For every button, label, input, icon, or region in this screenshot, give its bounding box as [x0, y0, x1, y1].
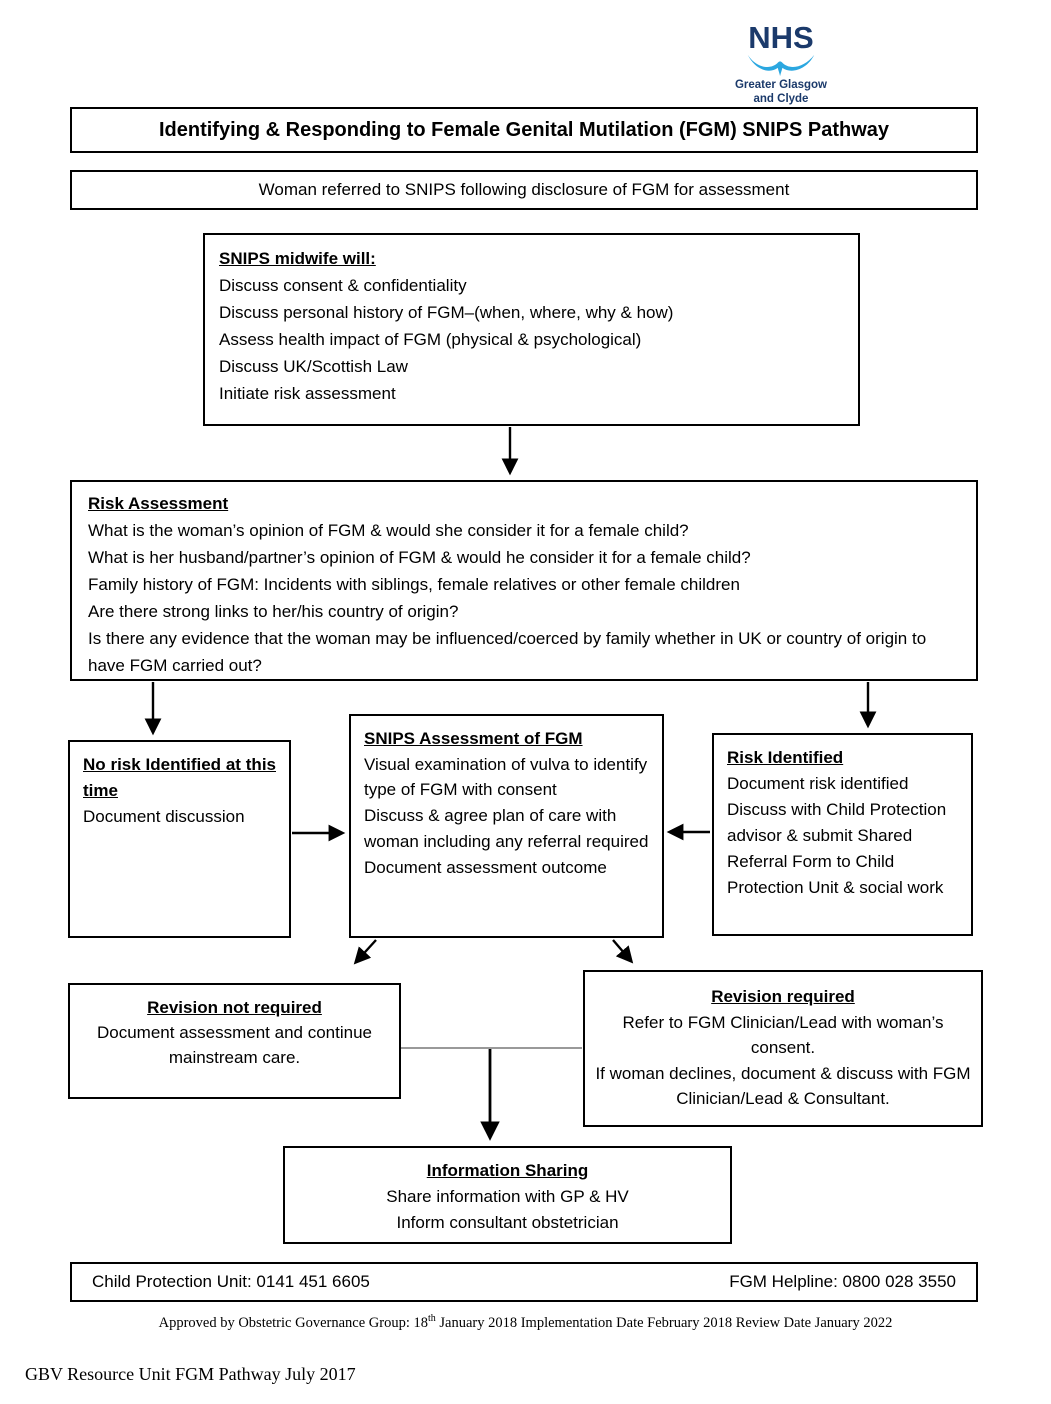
- snips-assessment-item: Discuss & agree plan of care with woman …: [364, 806, 649, 851]
- revision-required-heading: Revision required: [711, 987, 855, 1006]
- approval-note: Approved by Obstetric Governance Group: …: [158, 1313, 893, 1331]
- revision-required-line: Refer to FGM Clinician/Lead with woman’s…: [622, 1012, 944, 1058]
- fgm-helpline-contact: FGM Helpline: 0800 028 3550: [729, 1272, 956, 1291]
- no-risk-heading: No risk Identified at this time: [83, 755, 276, 800]
- risk-assessment-item: What is her husband/partner’s opinion of…: [88, 548, 751, 567]
- information-sharing-line: Share information with GP & HV: [386, 1187, 629, 1206]
- risk-assessment-item: Is there any evidence that the woman may…: [88, 629, 927, 675]
- footer-source-note: GBV Resource Unit FGM Pathway July 2017: [25, 1364, 356, 1384]
- contact-bar: Child Protection Unit: 0141 451 6605 FGM…: [70, 1262, 978, 1302]
- snips-assessment-item: Visual examination of vulva to identify …: [364, 754, 648, 800]
- snips-assessment-item: Document assessment outcome: [364, 857, 607, 877]
- nhs-ggc-logo: NHS Greater Glasgow and Clyde: [731, 22, 831, 107]
- risk-assessment-item: What is the woman’s opinion of FGM & wou…: [88, 521, 689, 540]
- snips-midwife-box: SNIPS midwife will: Discuss consent & co…: [203, 233, 860, 426]
- snips-assessment-heading: SNIPS Assessment of FGM: [364, 729, 583, 748]
- revision-required-box: Revision required Refer to FGM Clinician…: [583, 970, 983, 1127]
- risk-assessment-item: Are there strong links to her/his countr…: [88, 602, 459, 621]
- information-sharing-line: Inform consultant obstetrician: [396, 1213, 619, 1232]
- risk-assessment-box: Risk Assessment What is the woman’s opin…: [70, 480, 978, 681]
- revision-required-line: If woman declines, document & discuss wi…: [595, 1063, 971, 1109]
- bird-swoosh-icon: [747, 54, 815, 77]
- midwife-heading: SNIPS midwife will:: [219, 249, 376, 268]
- revision-not-required-heading: Revision not required: [147, 998, 322, 1017]
- pathway-title-box: Identifying & Responding to Female Genit…: [70, 107, 978, 153]
- arrow-assessment-to-revision-required: [612, 939, 634, 964]
- revision-not-required-box: Revision not required Document assessmen…: [68, 983, 401, 1099]
- risk-identified-item: Document risk identified: [727, 774, 909, 793]
- referral-text: Woman referred to SNIPS following disclo…: [258, 180, 790, 199]
- midwife-item: Discuss personal history of FGM–(when, w…: [219, 303, 674, 322]
- midwife-item: Initiate risk assessment: [219, 384, 396, 403]
- information-sharing-heading: Information Sharing: [426, 1161, 589, 1180]
- page-title: Identifying & Responding to Female Genit…: [158, 118, 890, 141]
- logo-org-name: Greater Glasgow and Clyde: [734, 79, 828, 105]
- revision-not-required-body: Document assessment and continue mainstr…: [97, 1023, 372, 1067]
- no-risk-identified-box: No risk Identified at this time Document…: [68, 740, 291, 938]
- midwife-item: Discuss consent & confidentiality: [219, 276, 467, 295]
- information-sharing-box: Information Sharing Share information wi…: [283, 1146, 732, 1244]
- child-protection-contact: Child Protection Unit: 0141 451 6605: [92, 1272, 370, 1291]
- midwife-item: Discuss UK/Scottish Law: [219, 357, 408, 376]
- snips-assessment-box: SNIPS Assessment of FGM Visual examinati…: [349, 714, 664, 938]
- risk-identified-heading: Risk Identified: [727, 748, 844, 767]
- no-risk-body: Document discussion: [83, 807, 245, 826]
- risk-identified-item: Discuss with Child Protection advisor & …: [727, 800, 947, 897]
- risk-identified-box: Risk Identified Document risk identified…: [712, 733, 973, 936]
- risk-assessment-item: Family history of FGM: Incidents with si…: [88, 575, 740, 594]
- nhs-wordmark: NHS: [748, 20, 814, 55]
- arrow-assessment-to-revision-not-required: [353, 939, 377, 965]
- referral-banner-box: Woman referred to SNIPS following disclo…: [70, 170, 978, 210]
- midwife-item: Assess health impact of FGM (physical & …: [219, 330, 642, 349]
- risk-assessment-heading: Risk Assessment: [88, 494, 229, 513]
